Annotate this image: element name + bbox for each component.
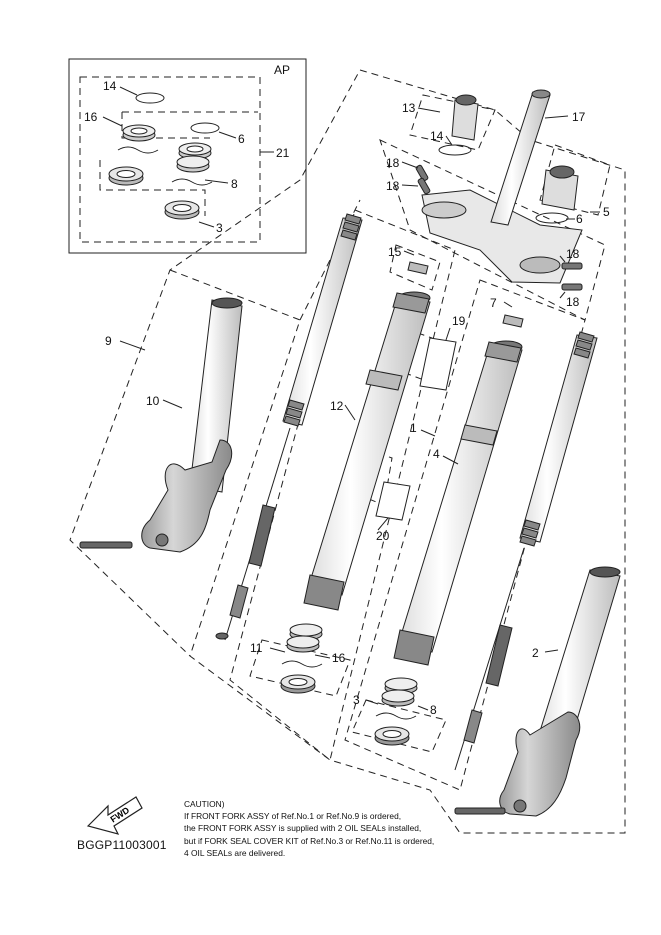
inner-tube-4 <box>393 340 523 666</box>
callout-17: 17 <box>572 110 586 124</box>
callout-leaders <box>119 107 600 711</box>
callout-18-c: 18 <box>566 247 580 261</box>
callout-14-inset: 14 <box>103 79 117 93</box>
seal-kit-11 <box>280 623 323 694</box>
callout-15: 15 <box>388 245 402 259</box>
callout-4: 4 <box>433 447 440 461</box>
callout-11: 11 <box>250 641 263 655</box>
outer-tube-2 <box>454 566 621 817</box>
seal-kit-3 <box>374 677 418 746</box>
fwd-arrow-icon: FWD <box>86 796 143 835</box>
callout-9: 9 <box>105 334 112 348</box>
callout-5: 5 <box>603 205 610 219</box>
callout-16-inset: 16 <box>84 110 98 124</box>
callout-18-b: 18 <box>386 179 400 193</box>
callout-6: 6 <box>576 212 583 226</box>
callout-21: 21 <box>276 146 290 160</box>
callout-1: 1 <box>410 421 417 435</box>
callout-19: 19 <box>452 314 466 328</box>
callout-18-d: 18 <box>566 295 580 309</box>
callout-12: 12 <box>330 399 344 413</box>
right-spring-damper <box>454 331 598 771</box>
callout-3: 3 <box>353 693 360 707</box>
caution-line-1: If FRONT FORK ASSY of Ref.No.1 or Ref.No… <box>184 811 402 822</box>
inset-ap-tag: AP <box>274 63 290 77</box>
left-spring-damper <box>215 213 363 641</box>
caution-line-4: 4 OIL SEALs are delivered. <box>184 847 286 858</box>
inset-ap-box: AP 14 16 6 21 8 <box>68 58 307 254</box>
caution-line-2: the FRONT FORK ASSY is supplied with 2 O… <box>184 823 422 834</box>
callout-16: 16 <box>332 651 346 665</box>
assembly-outlines <box>69 69 626 834</box>
callout-numbers: 9 10 12 13 14 17 18 18 6 5 15 18 18 7 19… <box>105 101 610 717</box>
caution-title: CAUTION) <box>184 799 225 809</box>
inner-tube-12 <box>303 291 431 611</box>
callout-2: 2 <box>532 646 539 660</box>
diagram-code: BGGP11003001 <box>77 838 167 852</box>
caution-note: CAUTION) If FRONT FORK ASSY of Ref.No.1 … <box>184 798 434 859</box>
callout-18-a: 18 <box>386 156 400 170</box>
upper-bracket <box>407 89 583 328</box>
callout-6-inset: 6 <box>238 132 245 146</box>
outer-tube-10 <box>79 297 243 553</box>
callout-7: 7 <box>490 296 497 310</box>
callout-10: 10 <box>146 394 160 408</box>
labels-19-20 <box>375 337 457 521</box>
callout-13: 13 <box>402 101 416 115</box>
caution-line-3: but if FORK SEAL COVER KIT of Ref.No.3 o… <box>184 835 435 846</box>
callout-20: 20 <box>376 529 390 543</box>
callout-8-inset: 8 <box>231 177 238 191</box>
callout-8: 8 <box>430 703 437 717</box>
callout-14: 14 <box>430 129 444 143</box>
callout-3-inset: 3 <box>216 221 223 235</box>
